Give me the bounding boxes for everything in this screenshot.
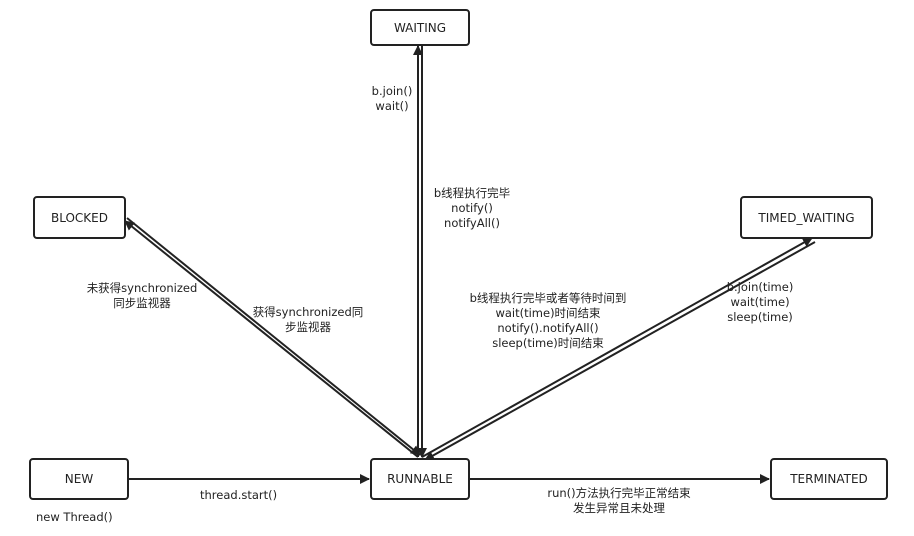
state-waiting: WAITING bbox=[370, 9, 470, 46]
label-from-blocked: 获得synchronized同 步监视器 bbox=[252, 305, 364, 334]
edge-runnable-to-blocked bbox=[124, 220, 419, 458]
label-to-waiting: b.join() wait() bbox=[371, 84, 413, 113]
edge-timed-waiting-to-runnable bbox=[424, 241, 816, 461]
label-to-blocked: 未获得synchronized 同步监视器 bbox=[86, 281, 198, 310]
state-blocked: BLOCKED bbox=[33, 196, 126, 239]
label-new-thread: new Thread() bbox=[36, 510, 113, 524]
state-runnable: RUNNABLE bbox=[370, 458, 470, 500]
label-to-terminated: run()方法执行完毕正常结束 发生异常且未处理 bbox=[547, 486, 691, 515]
edge-blocked-to-runnable bbox=[126, 217, 421, 456]
label-to-timed-waiting: b.join(time) wait(time) sleep(time) bbox=[726, 280, 794, 324]
state-timed-waiting: TIMED_WAITING bbox=[740, 196, 873, 239]
state-terminated: TERMINATED bbox=[770, 458, 888, 500]
label-from-waiting: b线程执行完毕 notify() notifyAll() bbox=[433, 186, 511, 230]
label-from-timed-waiting: b线程执行完毕或者等待时间到 wait(time)时间结束 notify().n… bbox=[469, 291, 627, 350]
state-new: NEW bbox=[29, 458, 129, 500]
label-thread-start: thread.start() bbox=[200, 488, 278, 502]
edge-runnable-to-timed-waiting bbox=[421, 237, 813, 458]
